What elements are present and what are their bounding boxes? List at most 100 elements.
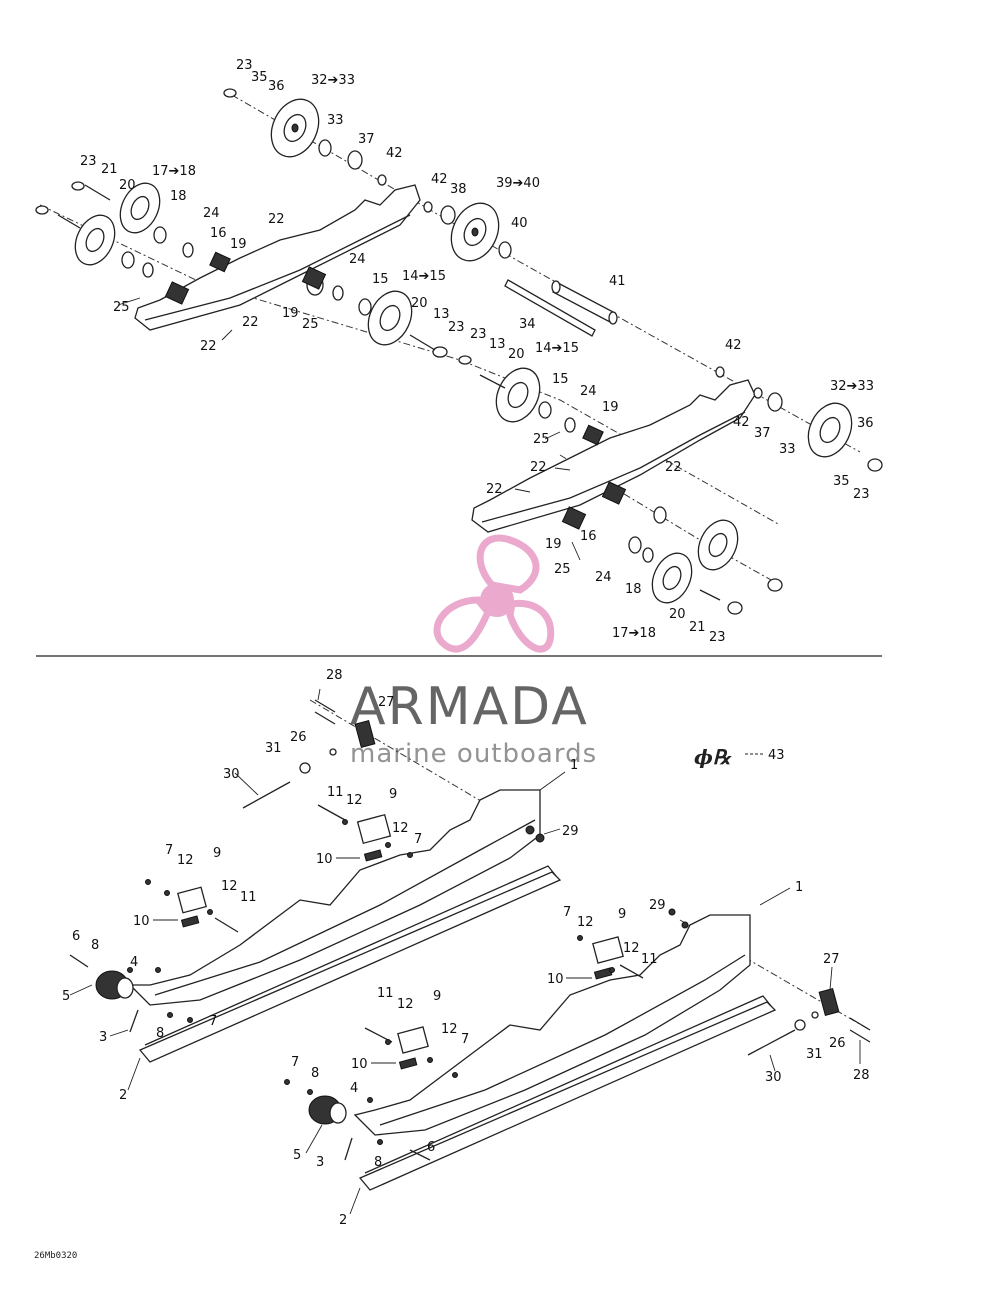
lower-callout-labels: 28 27 26 31 30 11 12 9 12 7 10 29 1 7 12… (62, 668, 870, 1228)
callout: 29 (562, 824, 579, 839)
upper-assembly (35, 88, 883, 615)
wheel-front-17a (119, 182, 161, 234)
callout: 17➔18 (612, 626, 656, 641)
callout: 7 (291, 1055, 299, 1070)
callout: 19 (602, 400, 619, 415)
callout: 8 (374, 1155, 382, 1170)
callout: 20 (669, 607, 686, 622)
propeller-hub (480, 583, 514, 617)
callout: 30 (765, 1070, 782, 1085)
callout: 22 (200, 339, 217, 354)
callout: 9 (213, 846, 221, 861)
callout: 3 (99, 1030, 107, 1045)
callout: 10 (351, 1057, 368, 1072)
callout: 15 (372, 272, 389, 287)
wheel-rear-17a (697, 519, 739, 571)
callout: 7 (414, 832, 422, 847)
callout: 12 (397, 997, 414, 1012)
callout: 12 (577, 915, 594, 930)
callout: 42 (733, 415, 750, 430)
callout: 10 (316, 852, 333, 867)
callout: 12 (346, 793, 363, 808)
drawing-code: 26Mb0320 (34, 1251, 77, 1261)
bolt-3-left (129, 1009, 139, 1033)
callout: 7 (461, 1032, 469, 1047)
suspension-rail-upper-right (471, 379, 756, 533)
callout: 10 (547, 972, 564, 987)
callout: 42 (386, 146, 403, 161)
callout: 34 (519, 317, 536, 332)
callout: 28 (853, 1068, 870, 1083)
slider-left-2 (138, 871, 562, 1063)
pad-10-a (363, 849, 383, 862)
callout: 19 (545, 537, 562, 552)
callout: 15 (552, 372, 569, 387)
callout: 24 (203, 206, 220, 221)
callout: 33 (779, 442, 796, 457)
propeller-blade-right (506, 599, 555, 653)
callout: 8 (91, 938, 99, 953)
callout: 37 (754, 426, 771, 441)
bolt-30-right (747, 1029, 796, 1056)
leader-lines (69, 297, 861, 1215)
callout: 4 (350, 1081, 358, 1096)
rail-right-1 (353, 914, 751, 1136)
callout: 14➔15 (402, 269, 446, 284)
wheel-front-17b (74, 214, 116, 266)
callout: 23 (709, 630, 726, 645)
callout: 23 (236, 58, 253, 73)
propeller-blade-top (476, 534, 540, 594)
callout: 23 (80, 154, 97, 169)
callout: 42 (431, 172, 448, 187)
callout: 25 (113, 300, 130, 315)
callout: 33 (327, 113, 344, 128)
callout: 36 (268, 79, 285, 94)
callout: 25 (533, 432, 550, 447)
block-9-b (177, 886, 207, 914)
roller-5-left (95, 970, 134, 1000)
callout: 13 (433, 307, 450, 322)
callout: 9 (389, 787, 397, 802)
propeller-blade-left (433, 596, 493, 653)
callout: 1 (795, 880, 803, 895)
block-9-a (356, 813, 392, 845)
callout: 8 (311, 1066, 319, 1081)
bolt-28-b (314, 711, 336, 725)
callout: 2 (119, 1088, 127, 1103)
callout: 22 (665, 460, 682, 475)
callout: 19 (230, 237, 247, 252)
callout: 11 (240, 890, 257, 905)
bracket-27-right (818, 987, 840, 1017)
callout: 40 (511, 216, 528, 231)
callout: 25 (554, 562, 571, 577)
callout: 27 (378, 695, 395, 710)
callout: 7 (165, 843, 173, 858)
callout: 22 (530, 460, 547, 475)
callout: 22 (486, 482, 503, 497)
callout: 2 (339, 1213, 347, 1228)
callout: 25 (302, 317, 319, 332)
callout: 24 (580, 384, 597, 399)
callout: 5 (62, 989, 70, 1004)
callout: 20 (508, 347, 525, 362)
callout: 26 (829, 1036, 846, 1051)
callout: 35 (833, 474, 850, 489)
callout: 5 (293, 1148, 301, 1163)
callout: 14➔15 (535, 341, 579, 356)
callout: 4 (130, 955, 138, 970)
callout: 27 (823, 952, 840, 967)
callout: 9 (433, 989, 441, 1004)
pivot-blocks (164, 251, 627, 530)
bolt-30-top (242, 781, 291, 809)
upper-callout-labels: 23 35 36 32➔33 33 37 42 42 38 39➔40 40 4… (80, 58, 874, 645)
callout: 31 (265, 741, 282, 756)
watermark-brand: ARMADA (350, 677, 589, 737)
callout: 29 (649, 898, 666, 913)
callout: 10 (133, 914, 150, 929)
callout: 11 (377, 986, 394, 1001)
cross-shaft-41 (551, 280, 618, 325)
wheel-mid-39 (450, 202, 500, 262)
decal-43: ϕ℞ (694, 745, 732, 769)
